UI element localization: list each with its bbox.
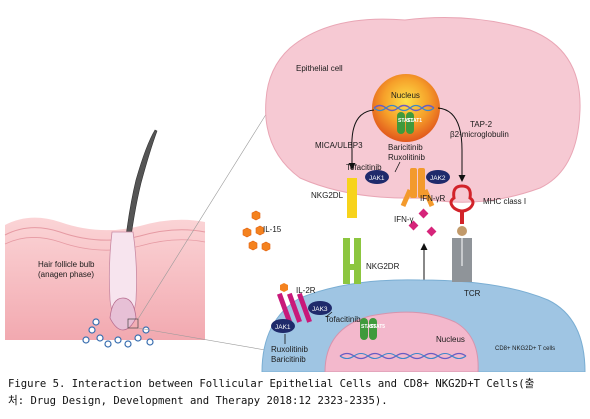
stat5-left (360, 318, 368, 340)
jak1-bottom (271, 319, 295, 333)
il15-cluster (242, 210, 271, 252)
dna-top (373, 104, 435, 112)
tcr-peptide (457, 226, 467, 236)
baricitinib-top-label: Baricitinib (388, 143, 423, 152)
ifn-gamma-molecule (418, 208, 429, 219)
nkg2dr (343, 238, 361, 284)
nucleus-top (372, 74, 440, 142)
dna-bottom (339, 352, 467, 360)
ifngr-left-chain (410, 168, 417, 198)
immune-cell (96, 334, 104, 342)
jak2-top (426, 170, 450, 184)
dna-top-2 (373, 104, 435, 112)
ifngr-right-chain (418, 168, 425, 198)
immune-cell (82, 336, 90, 344)
ifn-gamma-cluster (408, 208, 437, 237)
cd8-label: CD8+ NKG2D+ T cells (495, 346, 555, 352)
mhc-label: MHC class I (483, 197, 526, 206)
il2r-chain-1 (276, 292, 292, 323)
baricitinib-bottom-label: Baricitinib (271, 355, 306, 364)
immune-cell (124, 340, 132, 348)
skin-layer-line (4, 227, 206, 241)
ifn-gamma-molecule (408, 220, 419, 231)
il2r (276, 283, 312, 323)
immune-cell (92, 318, 100, 326)
stat5-left-label: STAT5 (361, 324, 376, 330)
hair-bulb-label-1: Hair follicle bulb (38, 260, 95, 269)
hair-follicle-panel: Hair follicle bulb (anagen phase) (4, 129, 206, 348)
jak3 (308, 301, 332, 315)
inhibit-line-1 (394, 161, 401, 173)
tcr-label: TCR (464, 289, 481, 298)
ifngr-arm-right (422, 188, 435, 208)
mhc-stalk (460, 210, 464, 224)
hair-bulb (109, 297, 137, 331)
diagram-figure: Hair follicle bulb (anagen phase) Epithe… (4, 17, 586, 372)
il15-label: IL-15 (263, 225, 282, 234)
il15-molecule (251, 210, 261, 221)
jak3-label: JAK3 (312, 306, 328, 313)
stat1-left-label: STAT1 (398, 118, 413, 124)
inhibit-line-3 (325, 311, 333, 318)
stat1-right (406, 112, 414, 134)
nkg2dl-label: NKG2DL (311, 191, 344, 200)
il2-molecule (280, 283, 288, 292)
immune-cells-cluster (82, 318, 154, 348)
immune-cell (134, 334, 142, 342)
skin-surface (5, 217, 205, 340)
nkg2dl (347, 178, 357, 218)
skin-layer-line-2 (4, 237, 206, 251)
immune-cell (88, 326, 96, 334)
il15-molecule (255, 225, 265, 236)
il15-molecule (248, 240, 258, 251)
tofacitinib-top-label: Tofacitinib (346, 163, 382, 172)
ifn-gamma-label: IFN-γ (394, 215, 414, 224)
jak1-top (365, 170, 389, 184)
nkg2dr-base (343, 264, 361, 270)
mica-label: MICA/ULBP3 (315, 141, 363, 150)
b2m-label: β2-microglobulin (450, 130, 509, 139)
stat1-right-label: STAT1 (407, 118, 422, 124)
tcr-split (461, 238, 463, 266)
nucleus-bottom-label: Nucleus (436, 335, 465, 344)
stat5-right (369, 318, 377, 340)
nucleus-top-label: Nucleus (391, 91, 420, 100)
epithelial-cell-label: Epithelial cell (296, 64, 343, 73)
arrow-to-mhc (437, 107, 466, 182)
il15-molecule (261, 241, 271, 252)
il2r-chain-2 (286, 292, 302, 323)
stat5-right-label: STAT5 (370, 324, 385, 330)
immune-cell (146, 338, 154, 346)
nkg2dr-right-chain (354, 238, 361, 284)
immune-cell (104, 340, 112, 348)
nkg2dr-label: NKG2DR (366, 262, 400, 271)
ifngr-arm-left (400, 188, 413, 208)
ruxolitinib-bottom-label: Ruxolitinib (271, 345, 308, 354)
hair-bulb-label-2: (anagen phase) (38, 270, 94, 279)
il2r-label: IL-2R (296, 286, 316, 295)
arrow-to-nkg2dl (348, 109, 375, 170)
jak1-bottom-label: JAK1 (275, 324, 291, 331)
nkg2dr-left-chain (343, 238, 350, 284)
immune-cell (114, 336, 122, 344)
il15-molecule (242, 227, 252, 238)
dna-bottom-2 (339, 352, 467, 360)
caption-line-1: Figure 5. Interaction between Follicular… (8, 378, 535, 390)
tcr (452, 226, 472, 282)
ifn-gamma-molecule (426, 226, 437, 237)
il2r-chain-3 (296, 292, 312, 323)
tofacitinib-bottom-label: Tofacitinib (325, 315, 361, 324)
jak1-top-label: JAK1 (369, 175, 385, 182)
zoom-box (127, 318, 139, 329)
figure-caption: Figure 5. Interaction between Follicular… (8, 376, 586, 410)
stat1-left (397, 112, 405, 134)
tap2-label: TAP-2 (470, 120, 493, 129)
ruxolitinib-top-label: Ruxolitinib (388, 153, 425, 162)
mhc-head (449, 184, 475, 213)
ifngr-label: IFN-γR (420, 194, 446, 203)
ifn-gamma-receptor (400, 168, 435, 208)
jak2-top-label: JAK2 (430, 175, 446, 182)
caption-line-2: 처: Drug Design, Development and Therapy … (8, 395, 388, 407)
mhc-class-i (449, 184, 475, 224)
